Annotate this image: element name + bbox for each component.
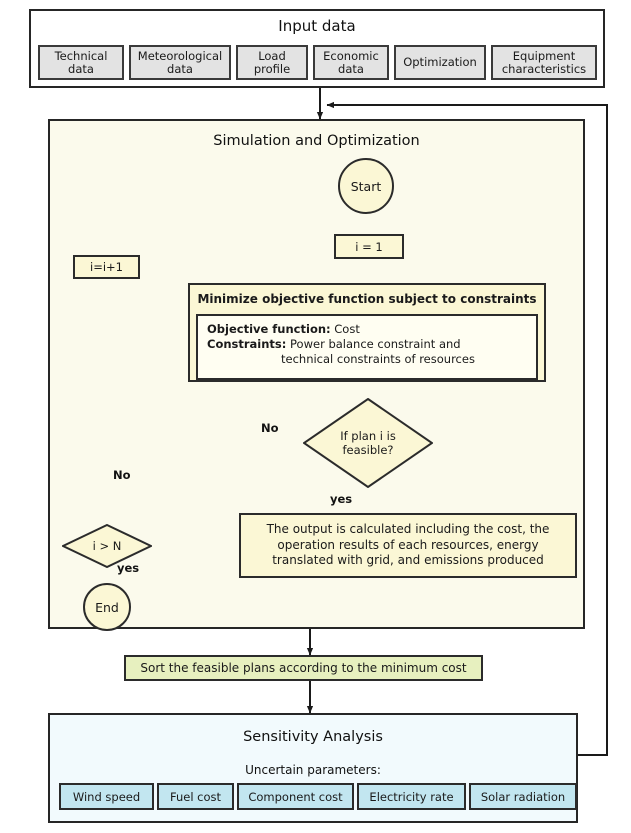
edge-label-loop-no: No	[113, 468, 131, 482]
uncertain-param-wind-speed[interactable]: Wind speed	[59, 783, 154, 810]
edge-label-loop-yes: yes	[117, 561, 140, 575]
uncertain-param-fuel-cost[interactable]: Fuel cost	[157, 783, 234, 810]
end-node: End	[83, 583, 131, 631]
uncertain-param-label: Electricity rate	[369, 789, 454, 804]
sort-plans-box: Sort the feasible plans according to the…	[124, 655, 483, 681]
constraints-value-2: technical constraints of resources	[281, 352, 475, 366]
uncertain-param-label: Fuel cost	[169, 789, 222, 804]
simulation-panel-title: Simulation and Optimization	[213, 133, 420, 149]
input-data-title: Input data	[278, 17, 356, 35]
input-chip-label: Optimization	[403, 55, 477, 69]
loop-decision-label: i > N	[92, 539, 122, 553]
minimize-objective-box: Minimize objective function subject to c…	[188, 283, 546, 382]
input-chip-optimization[interactable]: Optimization	[394, 45, 486, 80]
sort-plans-label: Sort the feasible plans according to the…	[140, 661, 467, 675]
start-label: Start	[350, 178, 382, 194]
uncertain-param-label: Wind speed	[72, 789, 141, 804]
minimize-header: Minimize objective function subject to c…	[197, 292, 537, 306]
constraints-value-1: Power balance constraint and	[290, 337, 461, 351]
edge-label-feasible-no: No	[261, 421, 279, 435]
sensitivity-title: Sensitivity Analysis	[243, 729, 383, 745]
constraints-value-2-line: technical constraints of resources	[207, 352, 527, 367]
constraints-line: Constraints: Power balance constraint an…	[207, 337, 527, 352]
uncertain-param-label: Component cost	[248, 789, 343, 804]
increment-counter-box: i=i+1	[73, 255, 140, 279]
uncertain-param-solar-radiation[interactable]: Solar radiation	[469, 783, 577, 810]
output-result-box: The output is calculated including the c…	[239, 513, 577, 578]
uncertain-param-component-cost[interactable]: Component cost	[237, 783, 354, 810]
uncertain-param-label: Solar radiation	[480, 789, 566, 804]
start-node: Start	[338, 158, 394, 214]
objective-function-line: Objective function: Cost	[207, 322, 527, 337]
sensitivity-subtitle: Uncertain parameters:	[245, 763, 381, 777]
output-result-label: The output is calculated including the c…	[266, 522, 550, 568]
increment-counter-label: i=i+1	[90, 260, 123, 274]
objective-function-value: Cost	[334, 322, 360, 336]
edge-label-feasible-yes: yes	[330, 492, 353, 506]
loop-decision: i > N	[62, 524, 152, 568]
objective-constraints-inner-box: Objective function: Cost Constraints: Po…	[196, 314, 538, 380]
init-counter-label: i = 1	[355, 239, 383, 254]
objective-function-key: Objective function:	[207, 322, 331, 336]
end-label: End	[95, 599, 119, 615]
uncertain-param-electricity-rate[interactable]: Electricity rate	[357, 783, 466, 810]
init-counter-box: i = 1	[334, 234, 404, 259]
constraints-key: Constraints:	[207, 337, 287, 351]
